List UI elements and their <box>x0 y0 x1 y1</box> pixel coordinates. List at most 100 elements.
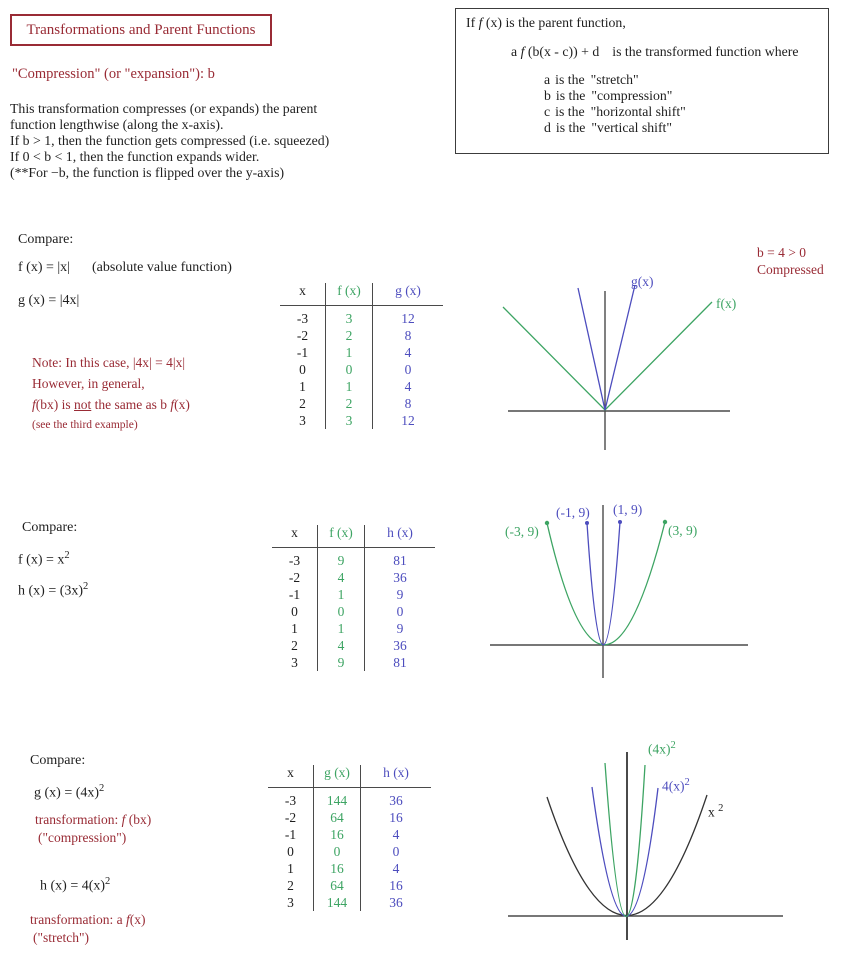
table-cell: 36 <box>360 787 431 809</box>
table-cell: 4 <box>317 637 365 654</box>
table-cell: -3 <box>288 553 301 568</box>
note-f-italic: f <box>170 397 175 412</box>
table-cell: 1 <box>317 620 365 637</box>
intro-line: function lengthwise (along the x-axis). <box>10 117 224 132</box>
g-curve-abs <box>577 284 636 411</box>
col-header-g: g (x) <box>372 283 443 306</box>
function-def-g-abs: g (x) = |4x| <box>18 293 79 309</box>
intro-line: (**For −b, the function is flipped over … <box>10 165 285 180</box>
transformation-sub-2: ("stretch") <box>33 930 89 945</box>
formula-f-italic: f <box>478 15 483 30</box>
curve-label-g: g(x) <box>631 274 654 289</box>
function-def-f-abs: f (x) = |x|(absolute value function) <box>18 260 232 276</box>
table-cell: 1 <box>287 861 294 876</box>
table-cell: 0 <box>372 361 443 378</box>
table-cell: -3 <box>296 311 309 326</box>
function-text: g (x) = (4x) <box>34 785 100 801</box>
compare-label-3: Compare: <box>30 753 86 768</box>
transformation-label-1: transformation: f (bx) <box>35 812 151 828</box>
table-cell: 9 <box>317 547 365 569</box>
point-marker-green <box>662 519 668 525</box>
intro-line: If 0 < b < 1, then the function expands … <box>10 149 260 164</box>
note-block: Note: In this case, |4x| = 4|x| However,… <box>32 352 190 436</box>
col-header-f: f (x) <box>325 283 373 306</box>
graph-parabolas-2: (4x)2 4(x)2 x 2 <box>500 728 790 946</box>
table-cell: 16 <box>313 860 361 877</box>
formula-text: a <box>511 44 521 59</box>
table-cell: 16 <box>360 809 431 826</box>
4x-squared-parabola <box>604 762 646 917</box>
item-var: d <box>544 120 551 135</box>
curve-label-4x-squared: (4x)2 <box>648 740 676 758</box>
function-text: f (x) = x <box>18 552 65 568</box>
col-header-x: x <box>268 765 314 788</box>
note-line: However, in general, <box>32 376 145 391</box>
table-cell: 0 <box>360 843 431 860</box>
note-f-italic: f <box>32 397 36 412</box>
exponent: 2 <box>64 550 70 561</box>
note-text: the same as b <box>91 397 171 412</box>
graph-abs-value-svg <box>502 284 730 450</box>
col-header-h: h (x) <box>360 765 431 788</box>
col-header-x: x <box>280 283 326 306</box>
table-cell: 4 <box>372 378 443 395</box>
4x2-parabola <box>591 786 659 917</box>
transformation-text: transformation: <box>35 812 122 827</box>
function-text: h (x) = (3x) <box>18 583 84 599</box>
table-cell: 3 <box>325 305 373 327</box>
table-cell: 144 <box>313 787 361 809</box>
table-cell: 4 <box>372 344 443 361</box>
f-parabola <box>546 521 666 646</box>
table-cell: 0 <box>325 361 373 378</box>
exponent: 2 <box>99 783 105 794</box>
table-cell: 8 <box>372 327 443 344</box>
point-label: (-1, 9) <box>556 505 590 520</box>
point-marker-blue <box>585 521 589 525</box>
table-cell: 2 <box>287 878 294 893</box>
function-def-3x2: h (x) = (3x)2 <box>18 581 88 600</box>
table-cell: 144 <box>313 894 361 911</box>
intro-paragraph: This transformation compresses (or expan… <box>10 101 329 181</box>
table-cell: 2 <box>291 638 298 653</box>
table-cell: 0 <box>364 603 435 620</box>
table-cell: 81 <box>364 654 435 671</box>
table-cell: -1 <box>296 345 309 360</box>
note-text: (bx) is <box>35 397 75 412</box>
col-header-f: f (x) <box>317 525 365 548</box>
h-parabola <box>586 521 621 646</box>
exponent: 2 <box>684 777 690 788</box>
subtitle: "Compression" (or "expansion"): b <box>12 66 215 82</box>
table-cell: -3 <box>284 793 297 808</box>
point-marker-green <box>544 520 550 526</box>
item-var: c <box>544 104 551 119</box>
table-cell: 1 <box>299 379 306 394</box>
table-cell: 1 <box>325 378 373 395</box>
function-note: (absolute value function) <box>92 260 232 275</box>
page-title-box: Transformations and Parent Functions <box>10 14 272 46</box>
curve-label-text: 4(x) <box>662 778 685 794</box>
table-cell: -2 <box>296 328 309 343</box>
exponent: 2 <box>83 581 89 592</box>
table-cell: 2 <box>325 327 373 344</box>
intro-line: If b > 1, then the function gets compres… <box>10 133 330 148</box>
exponent: 2 <box>718 803 724 814</box>
note-text: (x) <box>174 397 190 412</box>
curve-label-text: (4x) <box>648 741 671 757</box>
